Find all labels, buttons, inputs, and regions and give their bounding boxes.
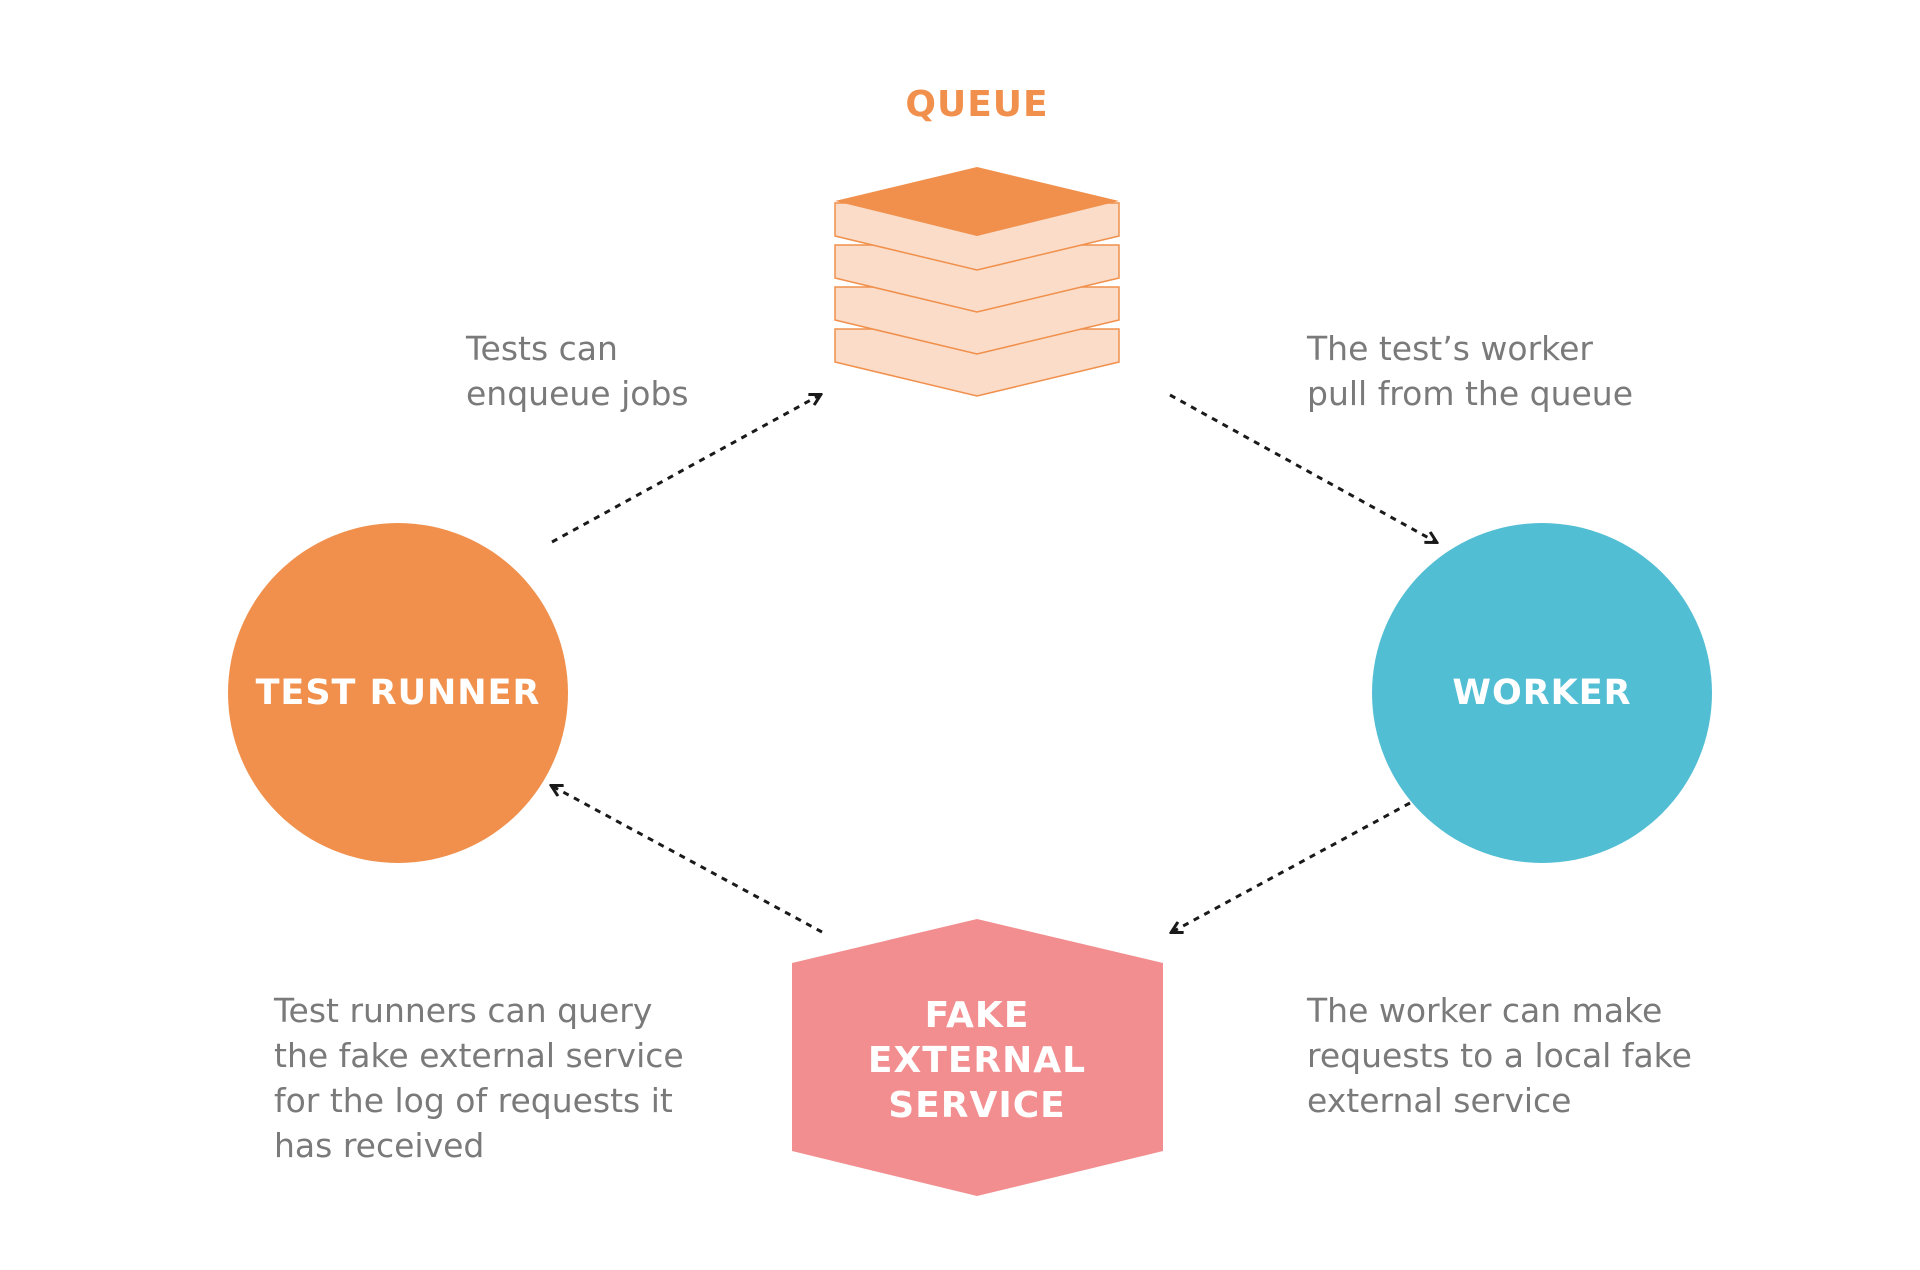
caption-enqueue-line-2: enqueue jobs [466,374,689,413]
caption-query-line-1: Test runners can query [274,991,653,1030]
queue-title: QUEUE [905,84,1049,125]
worker-node [1372,523,1712,863]
caption-query-line-2: the fake external service [274,1036,684,1075]
caption-requests-line-1: The worker can make [1307,991,1663,1030]
arrow-service-to-runner [552,786,823,934]
caption-requests: The worker can make requests to a local … [1307,988,1692,1123]
queue-top [835,167,1119,236]
arrow-worker-to-service [1172,801,1411,932]
caption-requests-line-3: external service [1307,1081,1572,1120]
test-runner-node [228,523,568,863]
queue-stack-icon [834,167,1120,397]
caption-query-line-4: has received [274,1126,485,1165]
caption-query: Test runners can query the fake external… [274,988,684,1168]
fake-service-line-3: SERVICE [888,1085,1066,1126]
caption-enqueue: Tests can enqueue jobs [466,326,689,416]
fake-external-service-node [792,919,1163,1196]
caption-pull: The test’s worker pull from the queue [1307,326,1633,416]
caption-pull-line-1: The test’s worker [1307,329,1593,368]
worker-label: WORKER [1452,673,1632,713]
fake-external-service-label: FAKE EXTERNAL SERVICE [797,993,1157,1128]
test-runner-label: TEST RUNNER [255,673,541,713]
caption-requests-line-2: requests to a local fake [1307,1036,1692,1075]
caption-pull-line-2: pull from the queue [1307,374,1634,413]
caption-enqueue-line-1: Tests can [466,329,618,368]
fake-service-line-1: FAKE [924,995,1030,1036]
arrow-queue-to-worker [1169,393,1436,542]
fake-service-line-2: EXTERNAL [867,1040,1087,1081]
caption-query-line-3: for the log of requests it [274,1081,673,1120]
arrow-runner-to-queue [551,395,820,544]
